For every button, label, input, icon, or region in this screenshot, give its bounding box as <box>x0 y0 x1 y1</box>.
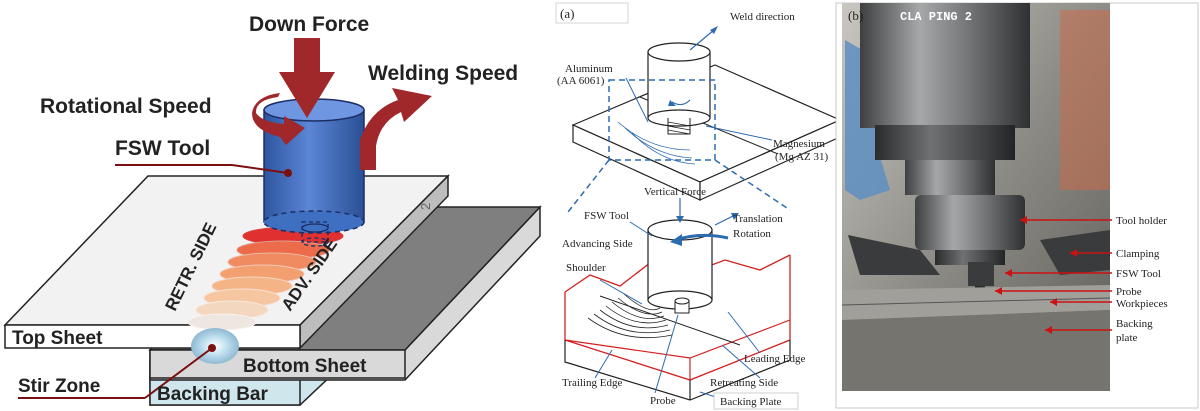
photo-pointers <box>995 219 1112 331</box>
panel-a-tag: (a) <box>560 6 574 21</box>
clamping-label: Clamping <box>1116 248 1160 260</box>
workpieces-photo <box>842 285 1110 320</box>
panel-b-tag: (b) <box>848 8 863 23</box>
fsw-tool-leader-dot <box>284 169 292 177</box>
bottom-sheet-front <box>149 349 406 379</box>
rotational-speed-arrow <box>252 93 305 145</box>
corner-mark-label: 2 <box>418 203 433 210</box>
fsw-tool-label: FSW Tool <box>115 137 210 160</box>
advancing-side-label-a: Advancing Side <box>562 238 633 250</box>
down-force-arrow <box>279 38 335 118</box>
tool-holder-label: Tool holder <box>1116 215 1167 227</box>
down-force-label: Down Force <box>249 13 369 36</box>
weld-direction-label: Weld direction <box>730 11 795 23</box>
magnesium-alloy-label: (Mg AZ 31) <box>775 151 829 163</box>
aluminum-alloy-label: (AA 6061) <box>557 75 605 87</box>
zoom-box <box>608 79 716 161</box>
weld-direction-arrow <box>689 29 715 51</box>
backing-plate-photo <box>842 310 1110 391</box>
panel-b-photo: CLA PING 2 (b) Tool holder Clamping FSW … <box>835 2 1199 409</box>
translation-arrow <box>714 214 736 226</box>
top-sheet-label: Top Sheet <box>12 328 103 349</box>
aluminum-label: Aluminum <box>565 63 613 75</box>
fsw-tool-photo <box>968 262 994 286</box>
weld-ripples <box>187 226 344 331</box>
rotational-speed-label: Rotational Speed <box>40 95 212 118</box>
aluminum-pointer <box>625 77 649 123</box>
magnesium-pointer <box>705 125 773 141</box>
workpieces-label: Workpieces <box>1116 298 1168 310</box>
spindle-top <box>860 3 1030 128</box>
welding-speed-arrow <box>360 88 432 170</box>
panel-a-tag-box <box>555 2 629 24</box>
magnesium-label: Magnesium <box>773 138 825 150</box>
backing-bar-front <box>149 377 301 406</box>
welding-speed-label: Welding Speed <box>368 62 518 85</box>
backing-bar-label: Backing Bar <box>157 384 268 405</box>
probe-label-a: Probe <box>650 395 676 407</box>
background-wall <box>1060 10 1110 190</box>
trailing-edge-label: Trailing Edge <box>562 377 623 389</box>
shoulder-label: Shoulder <box>566 262 606 274</box>
retreating-side-label-a: Retreating Side <box>710 377 778 389</box>
backing-label-line1: Backing <box>1116 318 1153 330</box>
leading-edge-label: Leading Edge <box>744 353 806 365</box>
bottom-sheet-label: Bottom Sheet <box>243 356 367 377</box>
rotation-label: Rotation <box>733 228 771 240</box>
stir-zone-leader-dot <box>208 344 216 352</box>
upper-tool-body <box>647 51 711 119</box>
fsw-tool-label-a: FSW Tool <box>584 210 629 222</box>
probe-label-b: Probe <box>1116 286 1142 298</box>
translation-label: Translation <box>733 213 783 225</box>
tool-holder-photo <box>915 195 1025 250</box>
backing-label-line2: plate <box>1116 332 1137 344</box>
fsw-tool-label-b: FSW Tool <box>1116 268 1161 280</box>
backing-plate-box <box>713 392 799 410</box>
panel-fsw-schematic: Down Force Welding Speed Rotational Spee… <box>3 13 542 406</box>
left-clamp <box>848 235 940 275</box>
backing-plate-label-a: Backing Plate <box>720 396 782 408</box>
stir-zone-label: Stir Zone <box>18 376 100 397</box>
panel-a-line-drawing: (a) <box>555 2 842 410</box>
vertical-force-label: Vertical Force <box>644 186 706 198</box>
photo-overlay-text: CLA PING 2 <box>900 10 972 24</box>
